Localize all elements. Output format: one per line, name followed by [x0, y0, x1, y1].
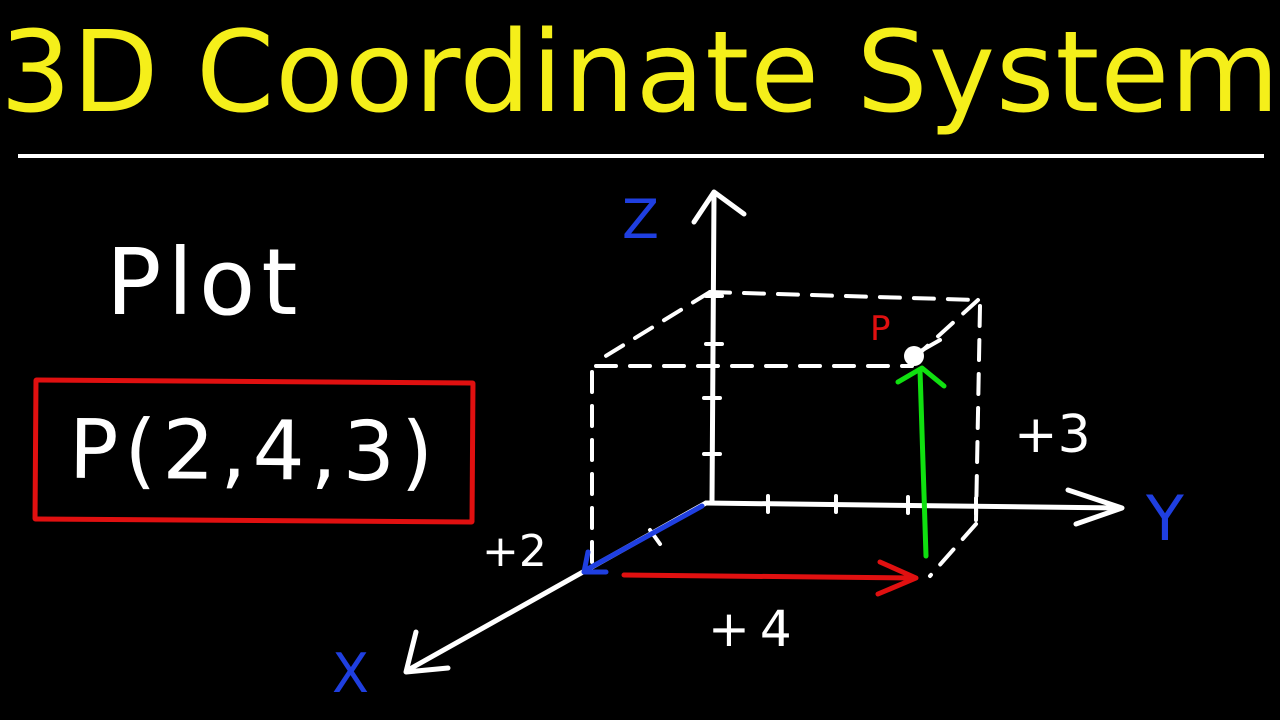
dashed-edge — [708, 290, 980, 302]
dashed-edge — [594, 290, 712, 364]
plot-instruction: Plot — [106, 229, 304, 336]
z-step-label: +3 — [1014, 405, 1091, 465]
axes — [403, 189, 1125, 675]
y-axis-label: Y — [1145, 482, 1184, 555]
z-axis — [709, 193, 717, 505]
z-step-arrow — [917, 367, 929, 559]
y-axis — [703, 500, 1123, 511]
dashed-edge — [928, 522, 978, 578]
x-step-label: +2 — [482, 526, 547, 577]
y-step-label: +4 — [708, 600, 802, 658]
y-step-arrow-head-icon — [875, 559, 919, 597]
x-step-arrow — [583, 503, 705, 573]
point-dot — [904, 346, 924, 366]
z-axis-label: Z — [622, 188, 659, 251]
x-axis-label: X — [332, 642, 369, 705]
title-divider — [18, 154, 1264, 158]
y-axis-arrow-icon — [1065, 487, 1125, 527]
x-axis-arrow-icon — [403, 629, 451, 675]
x-step-arrow-head-icon — [581, 549, 609, 575]
point-label: P — [870, 309, 891, 349]
z-step-arrow-head-icon — [895, 365, 947, 389]
page-title: 3D Coordinate System — [0, 8, 1280, 138]
tick-marks — [648, 294, 978, 546]
dashed-edge — [974, 304, 982, 522]
y-step-arrow — [621, 572, 917, 581]
z-axis-arrow-icon — [691, 189, 747, 225]
